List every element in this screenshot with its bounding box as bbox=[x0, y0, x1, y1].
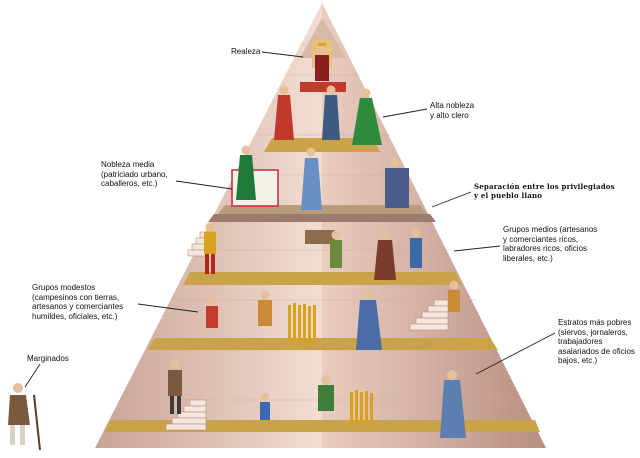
figure-poorest bbox=[168, 359, 466, 438]
figure-middle-nobility bbox=[231, 145, 409, 210]
label-marginados: Marginados bbox=[27, 354, 69, 363]
figure-king bbox=[315, 43, 329, 81]
separation-ledge bbox=[208, 214, 436, 222]
stairs-left-lower bbox=[165, 399, 207, 431]
tier-realeza bbox=[300, 18, 346, 58]
label-estratos-pobres: Estratos más pobres (siervos, jornaleros… bbox=[558, 318, 635, 365]
tier-alta-nobleza-floor bbox=[264, 138, 380, 152]
tier-estratos-pobres-floor bbox=[105, 420, 540, 432]
tier-grupos-medios-floor bbox=[183, 272, 462, 285]
stairs-right-middle bbox=[409, 299, 449, 331]
leader-lines bbox=[24, 51, 556, 388]
label-grupos-medios: Grupos medios (artesanos y comerciantes … bbox=[503, 225, 598, 263]
figure-marginado bbox=[8, 383, 41, 451]
label-realeza: Realeza bbox=[231, 47, 261, 56]
throne-carpet bbox=[300, 82, 346, 92]
figure-modest-groups bbox=[206, 280, 460, 350]
label-alta-nobleza: Alta nobleza y alto clero bbox=[430, 101, 475, 120]
label-grupos-modestos: Grupos modestos (campesinos con tierras,… bbox=[32, 283, 124, 321]
label-separacion: Separación entre los privilegiados y el … bbox=[474, 182, 615, 200]
figure-middle-groups bbox=[204, 222, 422, 280]
figure-nobles bbox=[274, 85, 382, 145]
label-nobleza-media: Nobleza media (patriciado urbano, caball… bbox=[101, 160, 168, 188]
tier-grupos-modestos-floor bbox=[147, 338, 498, 350]
